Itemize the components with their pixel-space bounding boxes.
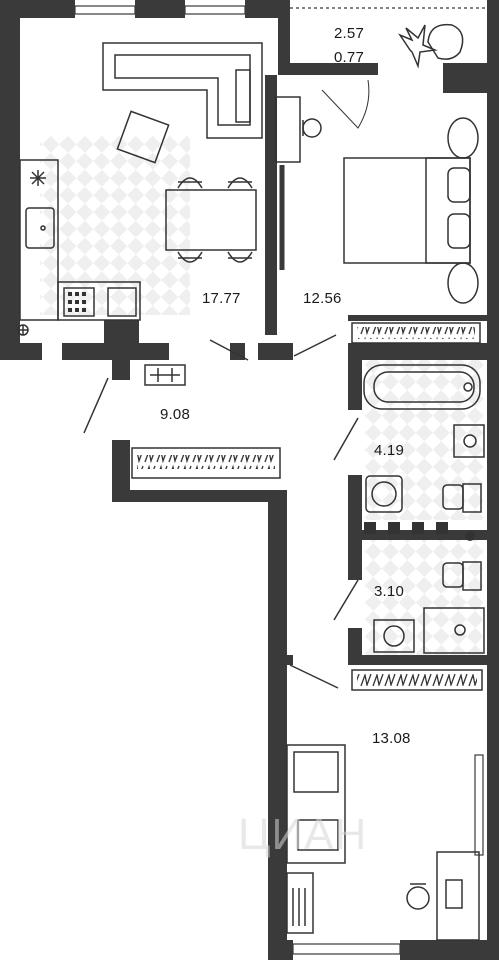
bathroom-area-label: 4.19: [374, 442, 404, 459]
windows: [5, 5, 487, 955]
balcony-furniture: [398, 23, 464, 69]
hallway-closet-hangers: [137, 455, 275, 469]
watermark: ЦИАН: [238, 810, 368, 859]
toilet-closet-hangers: [357, 674, 477, 686]
balcony-area-label: 2.57: [334, 25, 364, 42]
hallway-furniture: [131, 364, 281, 479]
balcony-area-alt-label: 0.77: [334, 49, 364, 66]
bedroom-area-label: 12.56: [303, 290, 342, 307]
toilet-area-label: 3.10: [374, 583, 404, 600]
bedroom-closet-hangers: [357, 327, 475, 339]
hob-grid: [68, 292, 86, 312]
kitchen-living-area-label: 17.77: [202, 290, 241, 307]
bathroom-fixtures: [363, 364, 485, 513]
bottom-room-furniture: [286, 744, 480, 941]
toilet-fixtures: [351, 561, 485, 691]
room-2-area-label: 13.08: [372, 730, 411, 747]
bedroom-furniture: [275, 96, 481, 344]
kitchen-living-furniture: [17, 42, 263, 336]
kitchen-floor-tile: [40, 135, 190, 315]
hallway-area-label: 9.08: [160, 406, 190, 423]
bath-toilet-partition: [364, 522, 475, 541]
doors: [83, 79, 370, 689]
